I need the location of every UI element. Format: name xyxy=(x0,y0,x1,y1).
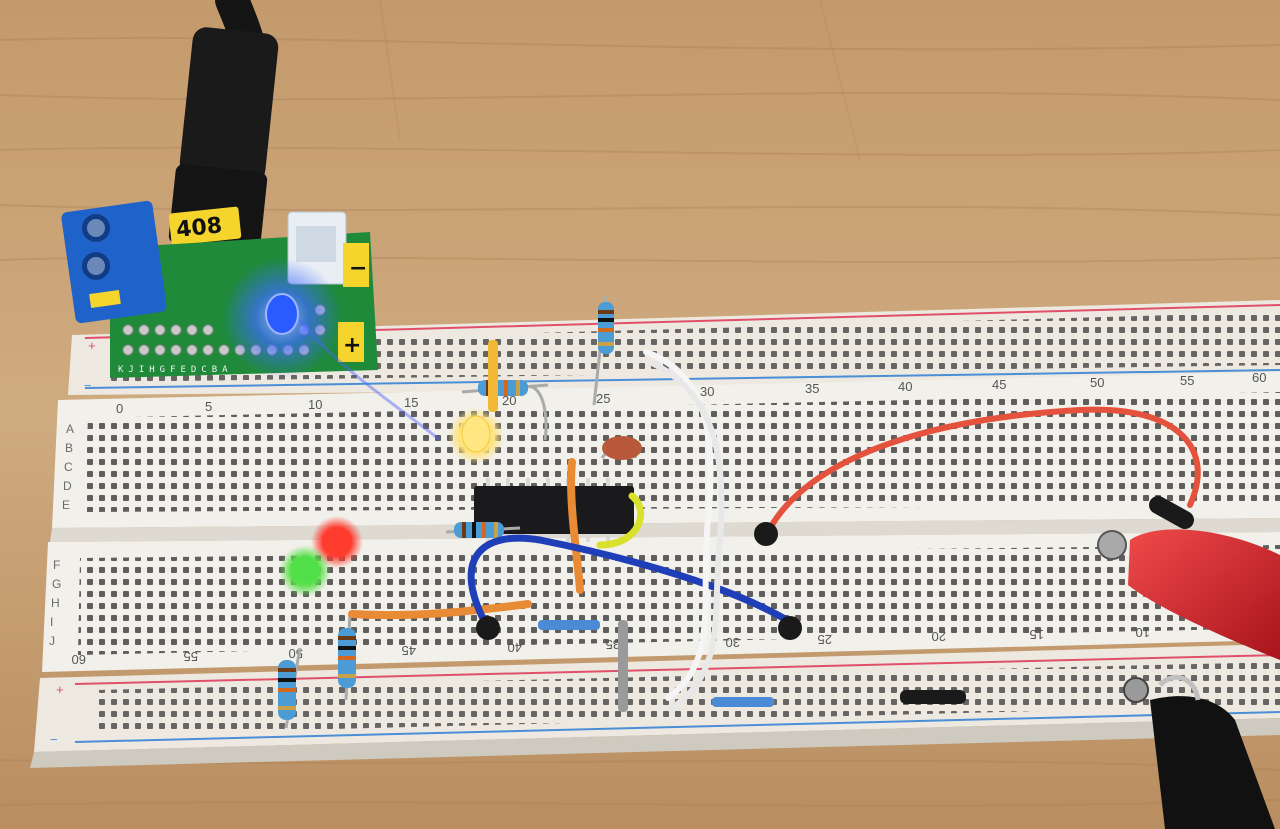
bcol-25: 25 xyxy=(818,632,832,647)
dc-power-cable: 408 xyxy=(168,0,279,308)
top-rail-plus: + xyxy=(88,338,96,353)
black-alligator-clip xyxy=(1123,674,1275,829)
bcol-60: 60 xyxy=(72,652,86,667)
col-num-55: 55 xyxy=(1180,373,1194,388)
col-num-45: 45 xyxy=(992,377,1006,392)
yellow-led xyxy=(461,415,491,453)
blue-short-jumper-2 xyxy=(712,697,774,707)
bottom-rail-minus: − xyxy=(50,732,58,747)
row-c: C xyxy=(64,460,73,474)
col-num-5: 5 xyxy=(205,399,212,414)
orange-wire-horizontal xyxy=(348,600,532,620)
blue-wire xyxy=(467,534,799,632)
col-num-50: 50 xyxy=(1090,375,1104,390)
bcol-40: 40 xyxy=(508,640,522,655)
resistor-r2 xyxy=(592,295,614,406)
white-wire-b xyxy=(647,359,725,711)
col-num-25: 25 xyxy=(596,391,610,406)
col-num-10: 10 xyxy=(308,397,322,412)
bottom-rail-plus: + xyxy=(56,682,64,697)
bcol-30: 30 xyxy=(726,635,740,650)
dip-ic-chip xyxy=(474,478,634,542)
row-g: G xyxy=(52,577,61,591)
green-led xyxy=(290,556,320,584)
row-letters: A B C D E F G H I J xyxy=(49,422,74,648)
bcol-15: 15 xyxy=(1030,627,1044,642)
ceramic-capacitor xyxy=(600,436,642,460)
red-alligator-clip xyxy=(1097,496,1280,660)
col-num-40: 40 xyxy=(898,379,912,394)
pcb-row-letters: KJIHGFEDCBA xyxy=(118,365,233,375)
pcb-minus-label: − xyxy=(349,256,367,281)
red-wire xyxy=(765,406,1201,535)
blue-short-jumper-1 xyxy=(538,620,600,630)
pcb-plus-label: + xyxy=(343,333,361,358)
screw-terminal xyxy=(61,200,167,324)
col-num-15: 15 xyxy=(404,395,418,410)
bcol-20: 20 xyxy=(932,629,946,644)
bcol-45: 45 xyxy=(402,643,416,658)
row-f: F xyxy=(53,558,60,572)
col-num-20: 20 xyxy=(502,393,516,408)
bcol-10: 10 xyxy=(1136,625,1150,640)
black-jumper-bottom-rail xyxy=(900,690,966,704)
blue-power-led xyxy=(265,293,299,335)
resistor-r5 xyxy=(278,647,302,729)
white-wire-a xyxy=(643,349,714,701)
orange-wire-vertical xyxy=(567,458,584,594)
bottom-column-numbers: 60 55 50 45 40 35 30 25 20 15 10 xyxy=(72,625,1150,667)
col-num-30: 30 xyxy=(700,384,714,399)
row-h: H xyxy=(51,596,60,610)
bcol-55: 55 xyxy=(184,649,198,664)
row-b: B xyxy=(65,441,73,455)
col-num-60: 60 xyxy=(1252,370,1266,385)
top-rail-minus: − xyxy=(84,378,92,393)
yellow-jumper-vertical xyxy=(488,340,498,412)
resistor-r3 xyxy=(445,522,521,538)
bcol-35: 35 xyxy=(606,637,620,652)
sticker-text: 408 xyxy=(175,213,223,243)
resistor-r4 xyxy=(338,611,356,701)
row-e: E xyxy=(62,498,70,512)
row-d: D xyxy=(63,479,72,493)
row-a: A xyxy=(66,422,74,436)
row-i: I xyxy=(50,615,53,629)
top-column-numbers: 0 5 10 15 20 25 30 35 40 45 50 55 60 xyxy=(116,370,1266,416)
label-sticker xyxy=(168,206,242,246)
row-j: J xyxy=(49,634,55,648)
breadboard xyxy=(30,300,1280,768)
col-num-0: 0 xyxy=(116,401,123,416)
red-led xyxy=(322,527,352,555)
yellow-wire xyxy=(596,492,645,549)
col-num-35: 35 xyxy=(805,381,819,396)
grey-jumper xyxy=(618,620,628,712)
